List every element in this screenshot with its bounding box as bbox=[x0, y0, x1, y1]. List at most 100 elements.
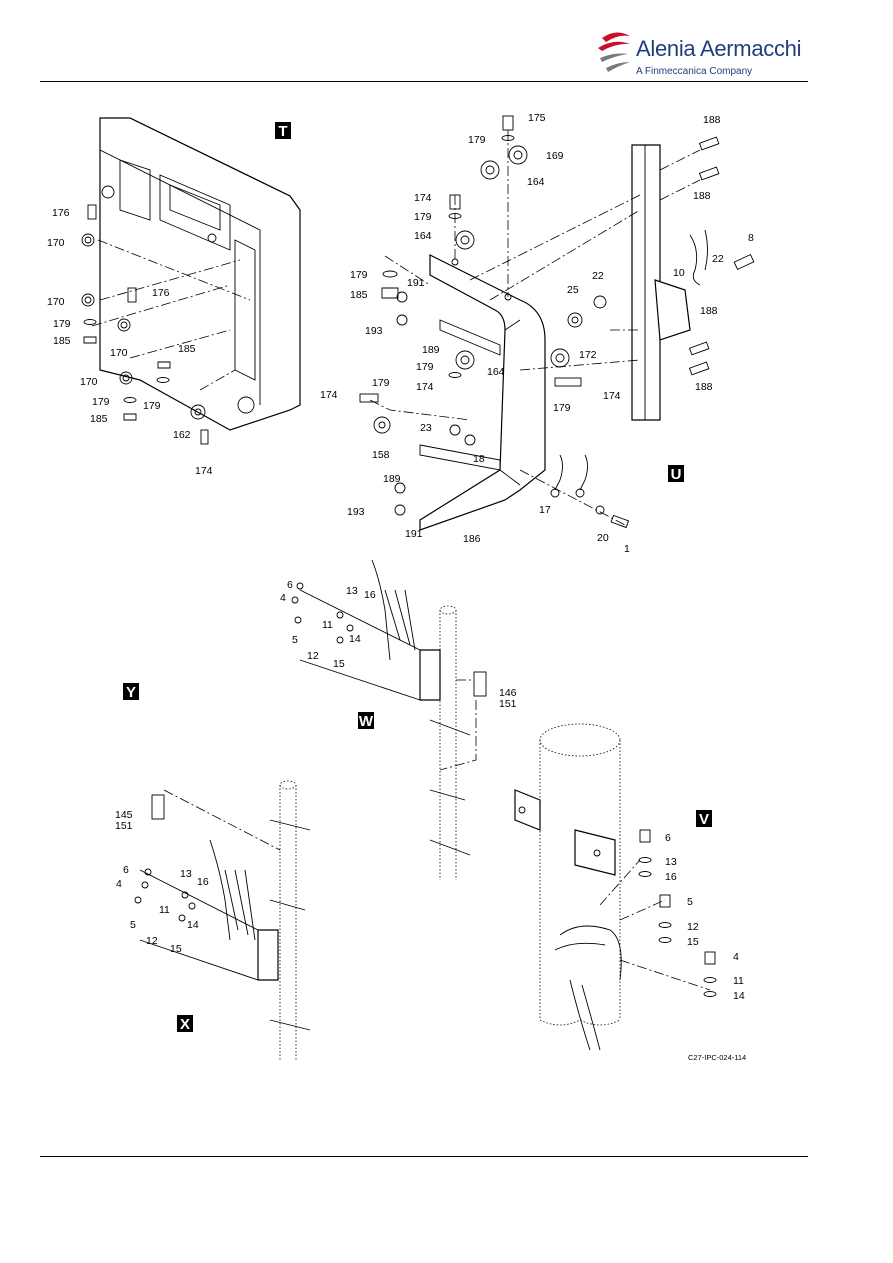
callout: 170 bbox=[110, 347, 128, 359]
view-label-v: V bbox=[696, 810, 712, 828]
callout: 5 bbox=[130, 919, 136, 931]
callout: 188 bbox=[700, 305, 718, 317]
callout: 179 bbox=[468, 134, 486, 146]
svg-text:T: T bbox=[278, 123, 287, 140]
callout: 179 bbox=[414, 211, 432, 223]
callout: 10 bbox=[673, 267, 685, 279]
callout: 6 bbox=[123, 864, 129, 876]
callout: 164 bbox=[414, 230, 432, 242]
callout: 175 bbox=[528, 112, 546, 124]
callout: 1 bbox=[624, 543, 630, 555]
callout: 4 bbox=[116, 878, 122, 890]
callout: 151 bbox=[115, 820, 133, 832]
callout: 179 bbox=[92, 396, 110, 408]
svg-text:W: W bbox=[359, 713, 374, 730]
callout-labels: 175 179 169 164 174 179 164 188 188 8 22… bbox=[47, 112, 754, 1002]
callout: 151 bbox=[499, 698, 517, 710]
figure-reference: C27-IPC-024-114 bbox=[688, 1053, 746, 1062]
callout: 193 bbox=[347, 506, 365, 518]
callout: 179 bbox=[553, 402, 571, 414]
callout: 185 bbox=[53, 335, 71, 347]
callout: 174 bbox=[414, 192, 432, 204]
callout: 22 bbox=[712, 253, 724, 265]
callout: 12 bbox=[687, 921, 699, 933]
view-u-assembly bbox=[359, 115, 755, 531]
callout: 5 bbox=[292, 634, 298, 646]
callout: 22 bbox=[592, 270, 604, 282]
callout: 189 bbox=[383, 473, 401, 485]
callout: 25 bbox=[567, 284, 579, 296]
callout: 164 bbox=[487, 366, 505, 378]
callout: 6 bbox=[665, 832, 671, 844]
callout: 191 bbox=[405, 528, 423, 540]
callout: 174 bbox=[320, 389, 338, 401]
callout: 176 bbox=[52, 207, 70, 219]
callout: 185 bbox=[90, 413, 108, 425]
brand-name: Alenia Aermacchi bbox=[636, 36, 802, 61]
callout: 16 bbox=[364, 589, 376, 601]
callout: 11 bbox=[733, 975, 744, 987]
callout: 16 bbox=[665, 871, 677, 883]
footer-rule bbox=[40, 1156, 808, 1157]
alenia-aermacchi-logo bbox=[598, 32, 630, 72]
callout: 179 bbox=[416, 361, 434, 373]
callout: 13 bbox=[346, 585, 358, 597]
view-w-assembly bbox=[291, 559, 487, 880]
view-v-assembly bbox=[514, 723, 717, 1051]
view-label-x: X bbox=[177, 1015, 193, 1033]
view-label-y: Y bbox=[123, 683, 139, 701]
callout: 191 bbox=[407, 277, 425, 289]
callout: 11 bbox=[159, 904, 170, 916]
callout: 145 bbox=[115, 809, 133, 821]
view-label-w: W bbox=[358, 712, 374, 730]
callout: 179 bbox=[372, 377, 390, 389]
view-label-t: T bbox=[275, 122, 291, 140]
page-header: Alenia Aermacchi A Finmeccanica Company bbox=[0, 0, 893, 90]
callout: 174 bbox=[416, 381, 434, 393]
svg-text:X: X bbox=[180, 1016, 190, 1033]
callout: 162 bbox=[173, 429, 191, 441]
callout: 186 bbox=[463, 533, 481, 545]
callout: 12 bbox=[307, 650, 319, 662]
callout: 188 bbox=[703, 114, 721, 126]
callout: 14 bbox=[349, 633, 361, 645]
view-t-assembly bbox=[81, 117, 301, 445]
callout: 170 bbox=[47, 296, 65, 308]
callout: 16 bbox=[197, 876, 209, 888]
view-x-assembly bbox=[134, 780, 311, 1060]
callout: 164 bbox=[527, 176, 545, 188]
view-label-u: U bbox=[668, 465, 684, 483]
callout: 176 bbox=[152, 287, 170, 299]
callout: 17 bbox=[539, 504, 551, 516]
header-rule bbox=[40, 81, 808, 82]
callout: 14 bbox=[733, 990, 745, 1002]
callout: 169 bbox=[546, 150, 564, 162]
callout: 8 bbox=[748, 232, 754, 244]
logo-swoosh-icon bbox=[598, 32, 630, 51]
callout: 6 bbox=[287, 579, 293, 591]
callout: 20 bbox=[597, 532, 609, 544]
callout: 23 bbox=[420, 422, 432, 434]
callout: 179 bbox=[143, 400, 161, 412]
callout: 15 bbox=[170, 943, 182, 955]
callout: 13 bbox=[665, 856, 677, 868]
callout: 189 bbox=[422, 344, 440, 356]
callout: 179 bbox=[53, 318, 71, 330]
callout: 14 bbox=[187, 919, 199, 931]
callout: 185 bbox=[350, 289, 368, 301]
callout: 185 bbox=[178, 343, 196, 355]
callout: 193 bbox=[365, 325, 383, 337]
callout: 146 bbox=[499, 687, 517, 699]
svg-text:U: U bbox=[671, 466, 682, 483]
callout: 170 bbox=[47, 237, 65, 249]
callout: 15 bbox=[687, 936, 699, 948]
callout: 188 bbox=[693, 190, 711, 202]
callout: 170 bbox=[80, 376, 98, 388]
svg-text:V: V bbox=[699, 811, 709, 828]
callout: 172 bbox=[579, 349, 597, 361]
callout: 18 bbox=[473, 453, 485, 465]
callout: 12 bbox=[146, 935, 158, 947]
callout: 179 bbox=[350, 269, 368, 281]
callout: 4 bbox=[733, 951, 739, 963]
